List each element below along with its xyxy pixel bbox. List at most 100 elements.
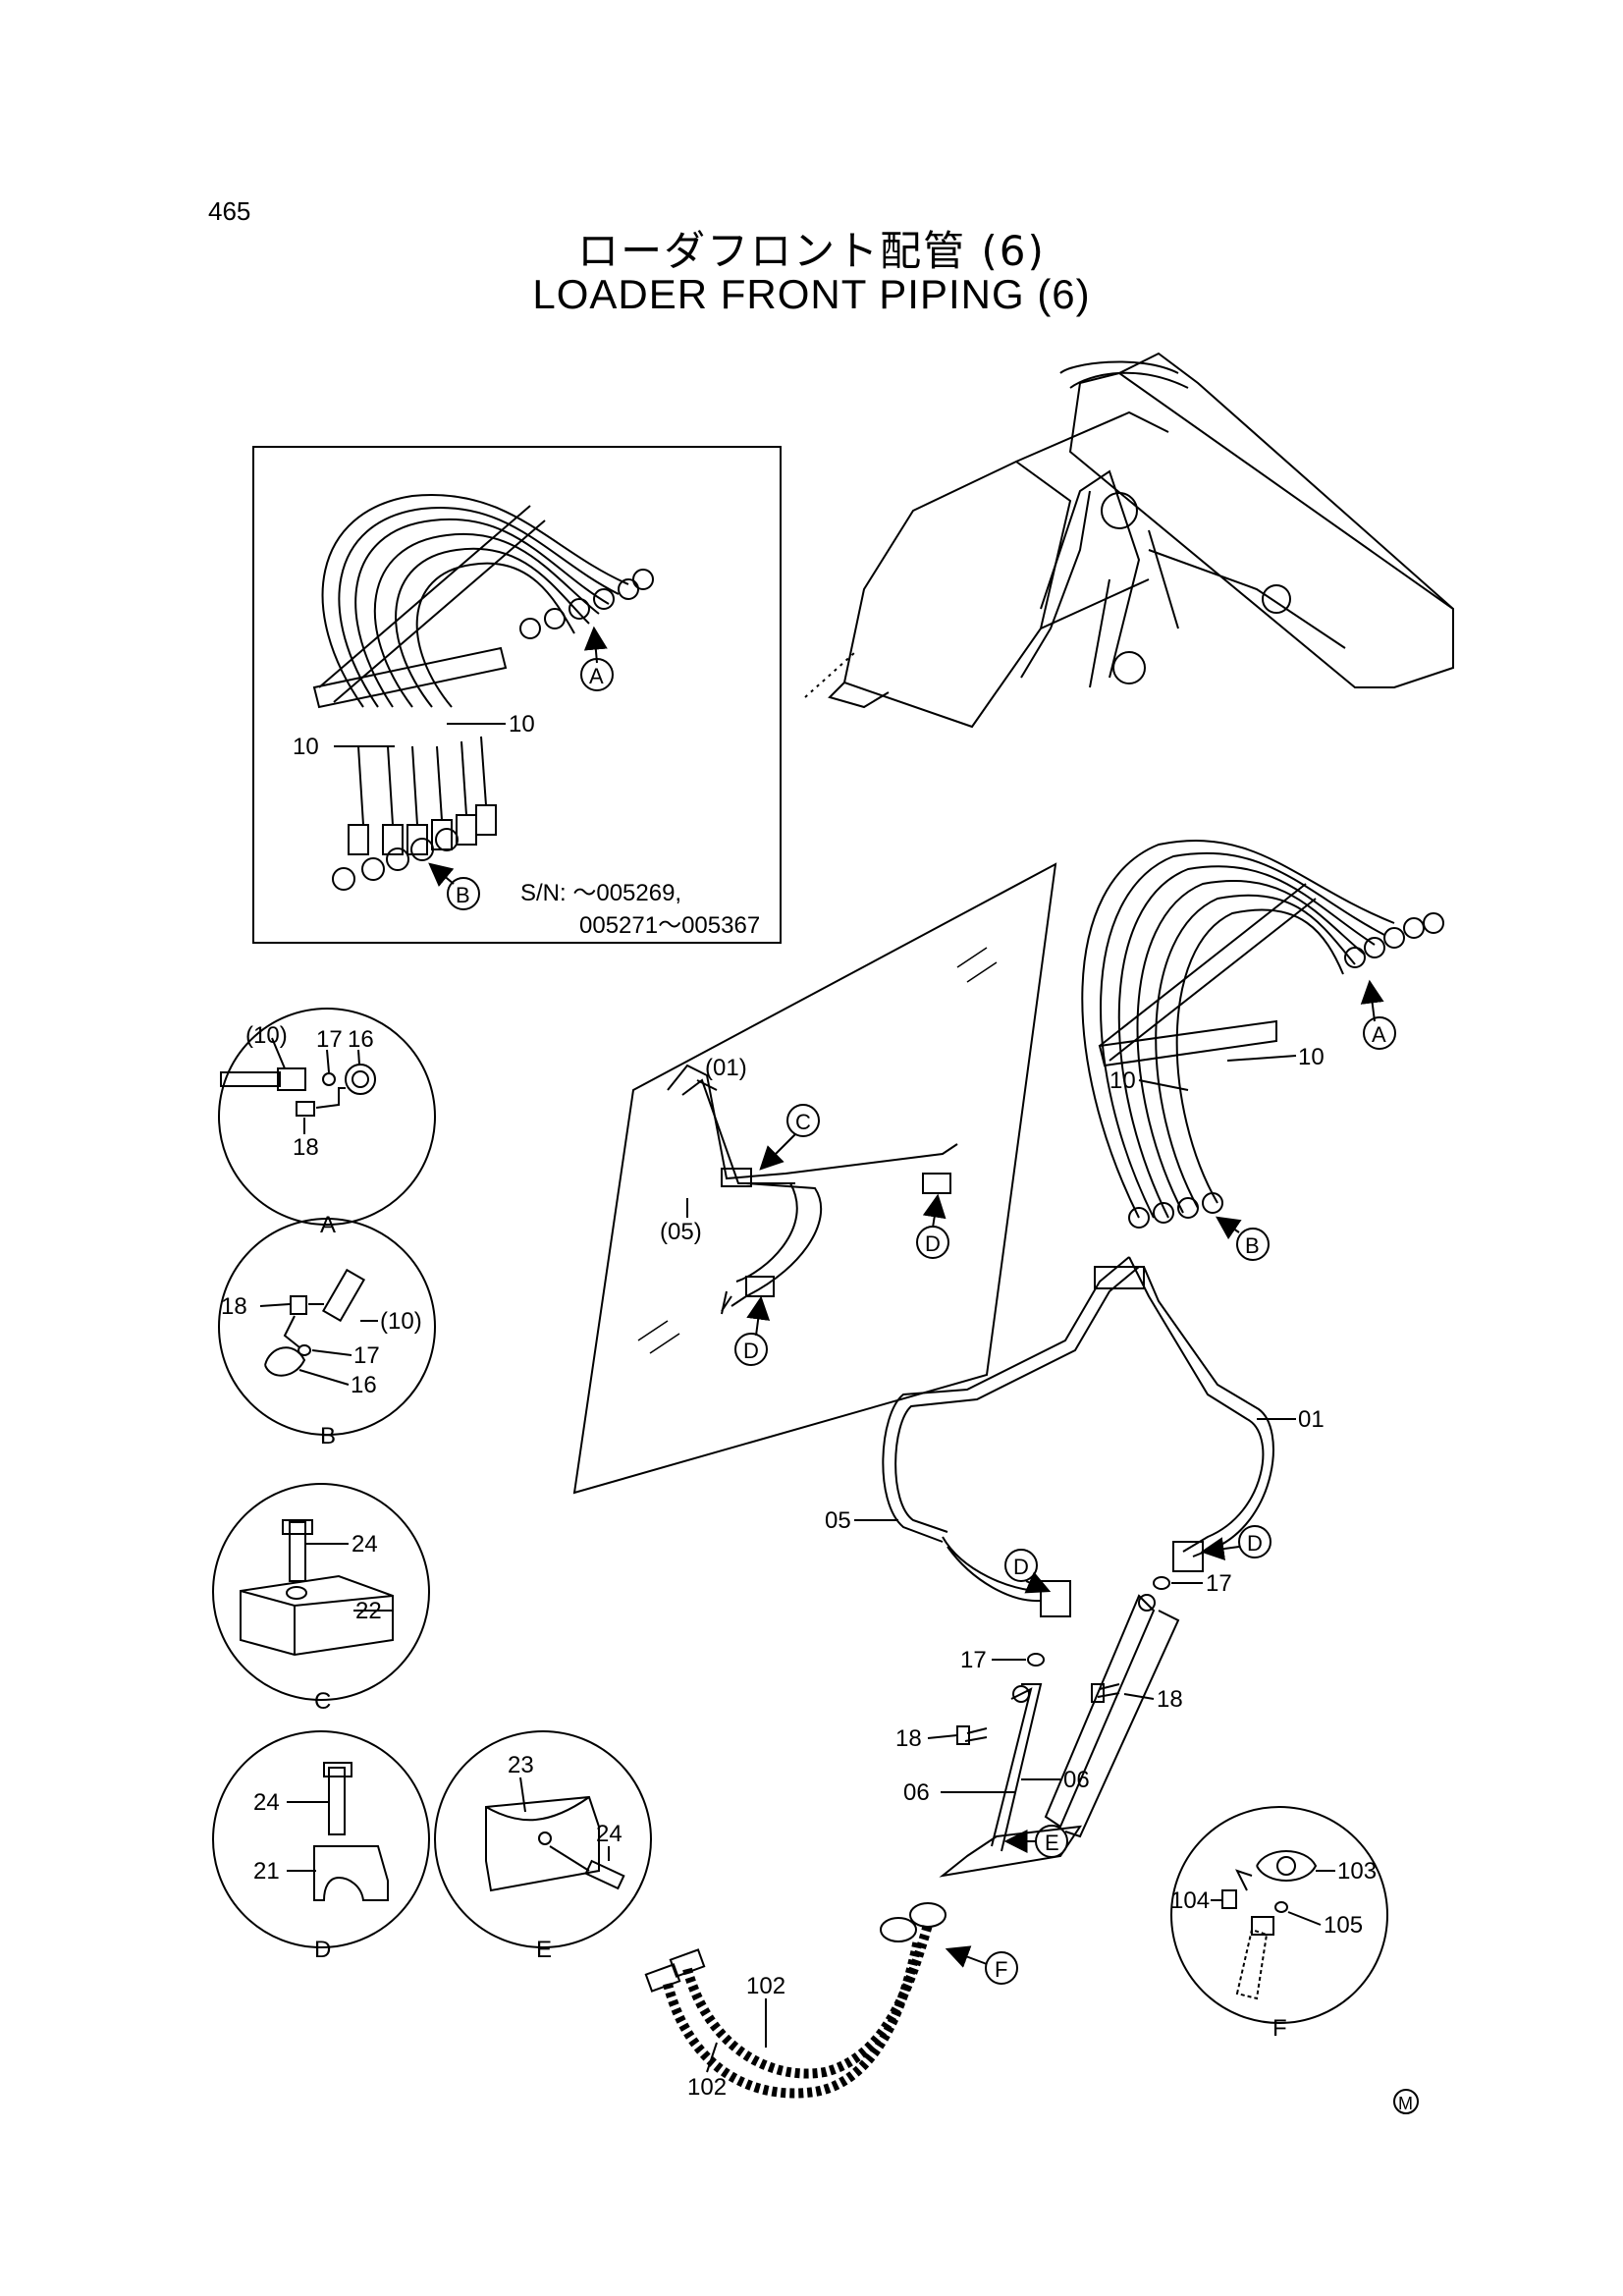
- inset-hose-bundle: [312, 493, 654, 891]
- detail-c-letter: C: [314, 1688, 331, 1715]
- detail-d: [212, 1730, 430, 1948]
- main-callout-f: F: [995, 1957, 1007, 1982]
- detail-e: [434, 1730, 652, 1948]
- detail-b-label-16: 16: [351, 1372, 377, 1398]
- label-17-right: 17: [1206, 1570, 1232, 1597]
- cab-callout-c-circle: [786, 1104, 820, 1137]
- detail-e-label-23: 23: [508, 1752, 534, 1778]
- inset-serial-line2: 005271～005367: [579, 912, 760, 939]
- main-callout-b-circle: [1236, 1228, 1270, 1261]
- detail-f-label-105: 105: [1324, 1912, 1363, 1939]
- page-title-japanese: ローダフロント配管 (6): [577, 227, 1046, 275]
- main-callout-d-right: D: [1247, 1531, 1263, 1556]
- main-arrow-a: [1360, 979, 1384, 1022]
- flex-hoses-102-ends: [644, 1902, 947, 1993]
- inset-serial-line1: S/N: ～005269,: [520, 880, 681, 906]
- main-callout-b: B: [1245, 1233, 1260, 1258]
- cab-glass-panel: [572, 862, 1057, 1495]
- main-label-10-left: 10: [1109, 1067, 1136, 1094]
- main-label-10-right: 10: [1298, 1044, 1325, 1070]
- detail-e-letter: E: [536, 1937, 552, 1963]
- mark-letter: M: [1398, 2094, 1413, 2113]
- cab-label-01: (01): [705, 1055, 747, 1081]
- leader-18-left: [927, 1734, 958, 1739]
- main-pipe-assembly: [882, 1256, 1274, 1878]
- detail-a: [218, 1008, 436, 1226]
- detail-d-letter: D: [314, 1937, 331, 1963]
- detail-b-label-10: (10): [380, 1308, 422, 1335]
- label-01: 01: [1298, 1406, 1325, 1433]
- cab-callout-d1: D: [925, 1231, 941, 1256]
- main-arrow-f: [945, 1945, 988, 1968]
- main-hose-bundle: [1081, 840, 1444, 1229]
- detail-b-label-17: 17: [353, 1342, 380, 1369]
- inset-frame: [252, 446, 782, 944]
- label-102-bottom: 102: [687, 2074, 727, 2101]
- detail-d-label-21: 21: [253, 1858, 280, 1885]
- main-leader-10-right: [1226, 1055, 1297, 1062]
- inset-callout-a: A: [589, 664, 604, 688]
- main-arrow-d-right: [1200, 1537, 1240, 1560]
- cab-callout-d2-circle: [734, 1333, 768, 1366]
- detail-b-letter: B: [320, 1423, 336, 1449]
- cab-inner-pipe: [667, 1064, 958, 1315]
- inset-arrow-b: [428, 862, 455, 888]
- overview-dotted-leader: [804, 652, 855, 698]
- cab-callout-d2: D: [743, 1339, 759, 1363]
- flex-hoses-102: [663, 1923, 933, 2099]
- page-number: 465: [208, 196, 251, 226]
- main-callout-e: E: [1045, 1831, 1059, 1855]
- detail-d-label-24: 24: [253, 1789, 280, 1816]
- label-18-left: 18: [895, 1725, 922, 1752]
- detail-f-letter: F: [1272, 2015, 1287, 2042]
- detail-f: [1170, 1806, 1388, 2024]
- detail-b: [218, 1218, 436, 1436]
- mark-circle: [1393, 2089, 1419, 2114]
- detail-f-label-104: 104: [1170, 1887, 1210, 1914]
- loader-machine-overview: [828, 352, 1454, 729]
- detail-b-label-18: 18: [221, 1293, 247, 1320]
- inset-arrow-a: [583, 626, 608, 664]
- label-17-left: 17: [960, 1647, 987, 1673]
- label-18-right: 18: [1157, 1686, 1183, 1713]
- main-arrow-b: [1216, 1216, 1242, 1240]
- leader-18-right: [1123, 1693, 1155, 1700]
- detail-a-label-17: 17: [316, 1026, 343, 1053]
- label-06-right: 06: [1063, 1767, 1090, 1793]
- cab-arrow-c: [759, 1133, 796, 1171]
- main-arrow-d-left: [1024, 1571, 1052, 1594]
- main-callout-d-left-circle: [1004, 1549, 1038, 1582]
- main-callout-d-right-circle: [1238, 1525, 1271, 1558]
- cab-leader-01: [696, 1079, 718, 1091]
- main-callout-a-circle: [1363, 1016, 1396, 1050]
- inset-label-10-right: 10: [509, 711, 535, 738]
- main-callout-e-circle: [1035, 1825, 1068, 1858]
- main-orings: [1027, 1576, 1170, 1667]
- detail-f-label-103: 103: [1337, 1858, 1377, 1885]
- inset-callout-b-circle: [447, 877, 480, 910]
- detail-c: [212, 1483, 430, 1701]
- detail-a-letter: A: [320, 1212, 336, 1238]
- cab-callout-c: C: [795, 1110, 811, 1134]
- label-05: 05: [825, 1507, 851, 1534]
- main-callout-d-left: D: [1013, 1555, 1029, 1579]
- cab-arrow-d1: [922, 1193, 947, 1229]
- cab-callout-d1-circle: [916, 1226, 949, 1259]
- label-102-top: 102: [746, 1973, 785, 1999]
- inset-callout-b: B: [456, 883, 470, 907]
- detail-a-label-10: (10): [245, 1022, 288, 1049]
- detail-c-label-24: 24: [352, 1531, 378, 1558]
- leader-102-bottom: [706, 2042, 718, 2073]
- detail-e-label-24: 24: [596, 1821, 622, 1847]
- label-06-left: 06: [903, 1779, 930, 1806]
- inset-callout-a-circle: [580, 658, 614, 691]
- main-leader-10-left: [1138, 1079, 1189, 1091]
- detail-a-label-16: 16: [348, 1026, 374, 1053]
- cab-label-05: (05): [660, 1219, 702, 1245]
- main-callout-a: A: [1372, 1022, 1386, 1047]
- detail-c-label-22: 22: [355, 1598, 382, 1624]
- inset-label-10-left: 10: [293, 734, 319, 760]
- main-callout-f-circle: [985, 1951, 1018, 1985]
- page-title-english: LOADER FRONT PIPING (6): [532, 271, 1091, 317]
